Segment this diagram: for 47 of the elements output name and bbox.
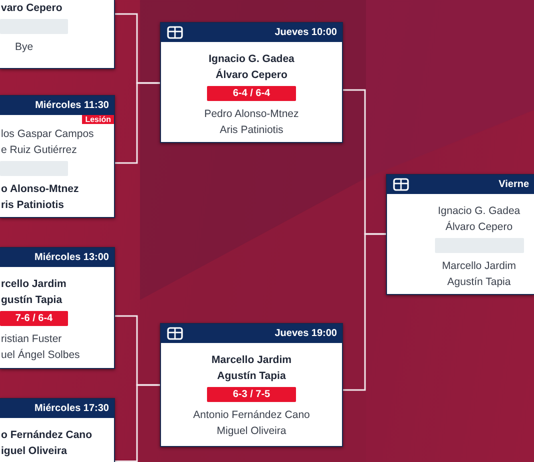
match-time: Miércoles 11:30 [35, 99, 109, 113]
player-name: Marcello Jardim [442, 259, 516, 274]
match-time: Miércoles 17:30 [34, 402, 109, 416]
empty-score-bar [0, 19, 68, 34]
player-name: gustín Tapia [1, 293, 62, 308]
player-name: Ignacio G. Gadea [438, 204, 520, 219]
match-time: Vierne [498, 178, 529, 192]
player-name: o Fernández Cano [1, 428, 92, 443]
match-card [386, 174, 534, 295]
player-name: e Ruiz Gutiérrez [1, 143, 77, 158]
match-card [160, 323, 343, 447]
bracket-line [343, 233, 386, 391]
player-name: Ignacio G. Gadea [208, 52, 294, 67]
player-name: los Gaspar Campos [1, 127, 94, 142]
score-bar: 6-3 / 7-5 [207, 387, 296, 402]
player-name: Miguel Oliveira [216, 424, 286, 439]
player-name: Agustín Tapia [447, 275, 511, 290]
match-card [0, 95, 115, 218]
match-time: Miércoles 13:00 [34, 251, 109, 265]
score-bar: 7-6 / 6-4 [0, 311, 68, 326]
player-name: Álvaro Cepero [445, 220, 513, 235]
player-name: o Alonso-Mtnez [1, 182, 79, 197]
player-name: Marcello Jardim [212, 353, 292, 368]
injury-tag: Lesión [82, 115, 114, 124]
player-name: ris Patiniotis [1, 198, 64, 213]
match-time: Jueves 10:00 [274, 26, 337, 40]
empty-score-bar [434, 238, 524, 253]
bracket-line [115, 384, 160, 462]
player-name: rcello Jardim [1, 277, 66, 292]
player-name: Aris Patiniotis [220, 123, 284, 138]
match-card [0, 0, 115, 69]
empty-score-bar [0, 161, 68, 176]
player-name: uel Ángel Solbes [1, 348, 80, 363]
player-name: Agustín Tapia [217, 369, 286, 384]
bracket-line [115, 82, 160, 164]
score-bar: 6-4 / 6-4 [207, 86, 296, 101]
bye-label: Bye [14, 40, 34, 55]
match-time: Jueves 19:00 [274, 327, 337, 341]
match-card [160, 22, 343, 143]
match-card [0, 398, 115, 462]
player-name: varo Cepero [1, 1, 62, 16]
match-card [0, 247, 115, 369]
player-name: iguel Oliveira [1, 444, 67, 459]
player-name: Álvaro Cepero [216, 68, 288, 83]
player-name: Antonio Fernández Cano [193, 408, 310, 423]
player-name: ristian Fuster [1, 332, 62, 347]
player-name: Pedro Alonso-Mtnez [204, 107, 299, 122]
